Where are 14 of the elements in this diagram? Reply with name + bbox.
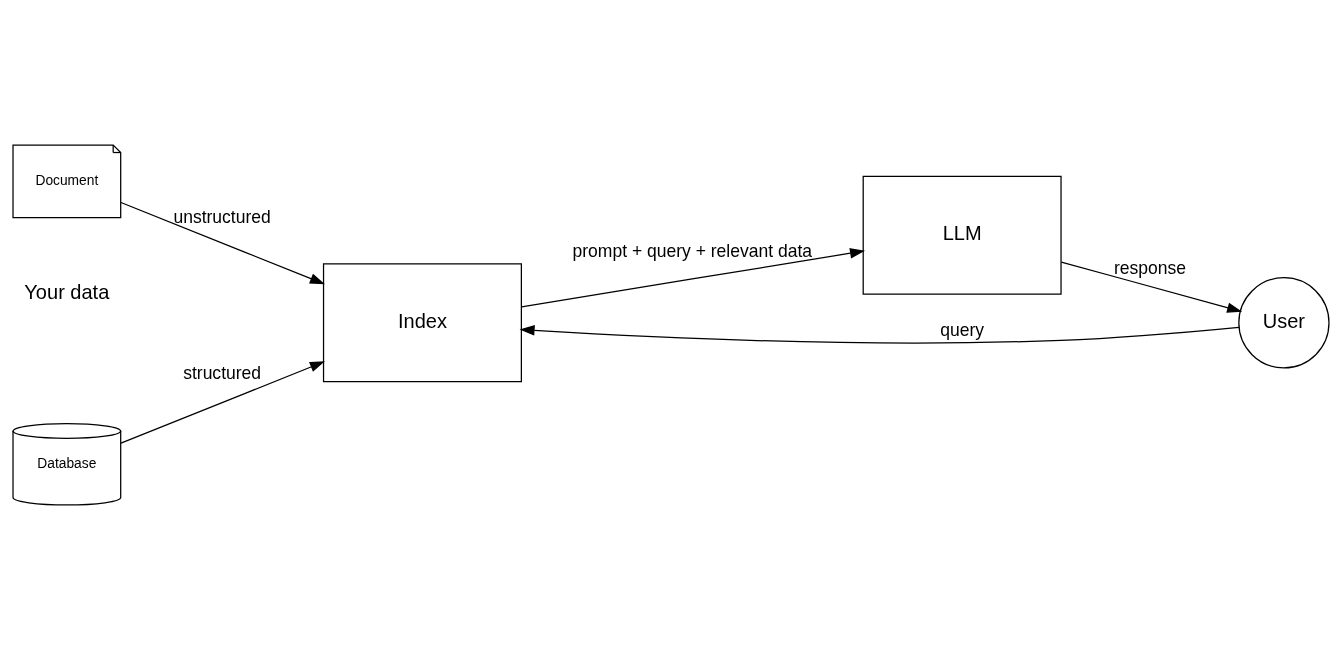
edge-label: unstructured [173, 206, 271, 227]
arrow [521, 248, 866, 308]
arrow [120, 201, 325, 285]
edge-label: query [940, 319, 985, 340]
arrow [1060, 261, 1243, 313]
arrow [120, 361, 325, 444]
node-circle: User [1238, 277, 1330, 369]
edge-label: prompt + query + relevant data [572, 240, 813, 261]
edge-label: response [1113, 258, 1186, 279]
edge-label: structured [183, 363, 262, 384]
arrow [519, 325, 1240, 344]
node-box: LLM [862, 175, 1062, 295]
label: Your data [24, 280, 110, 303]
node-box: Index [322, 263, 522, 383]
